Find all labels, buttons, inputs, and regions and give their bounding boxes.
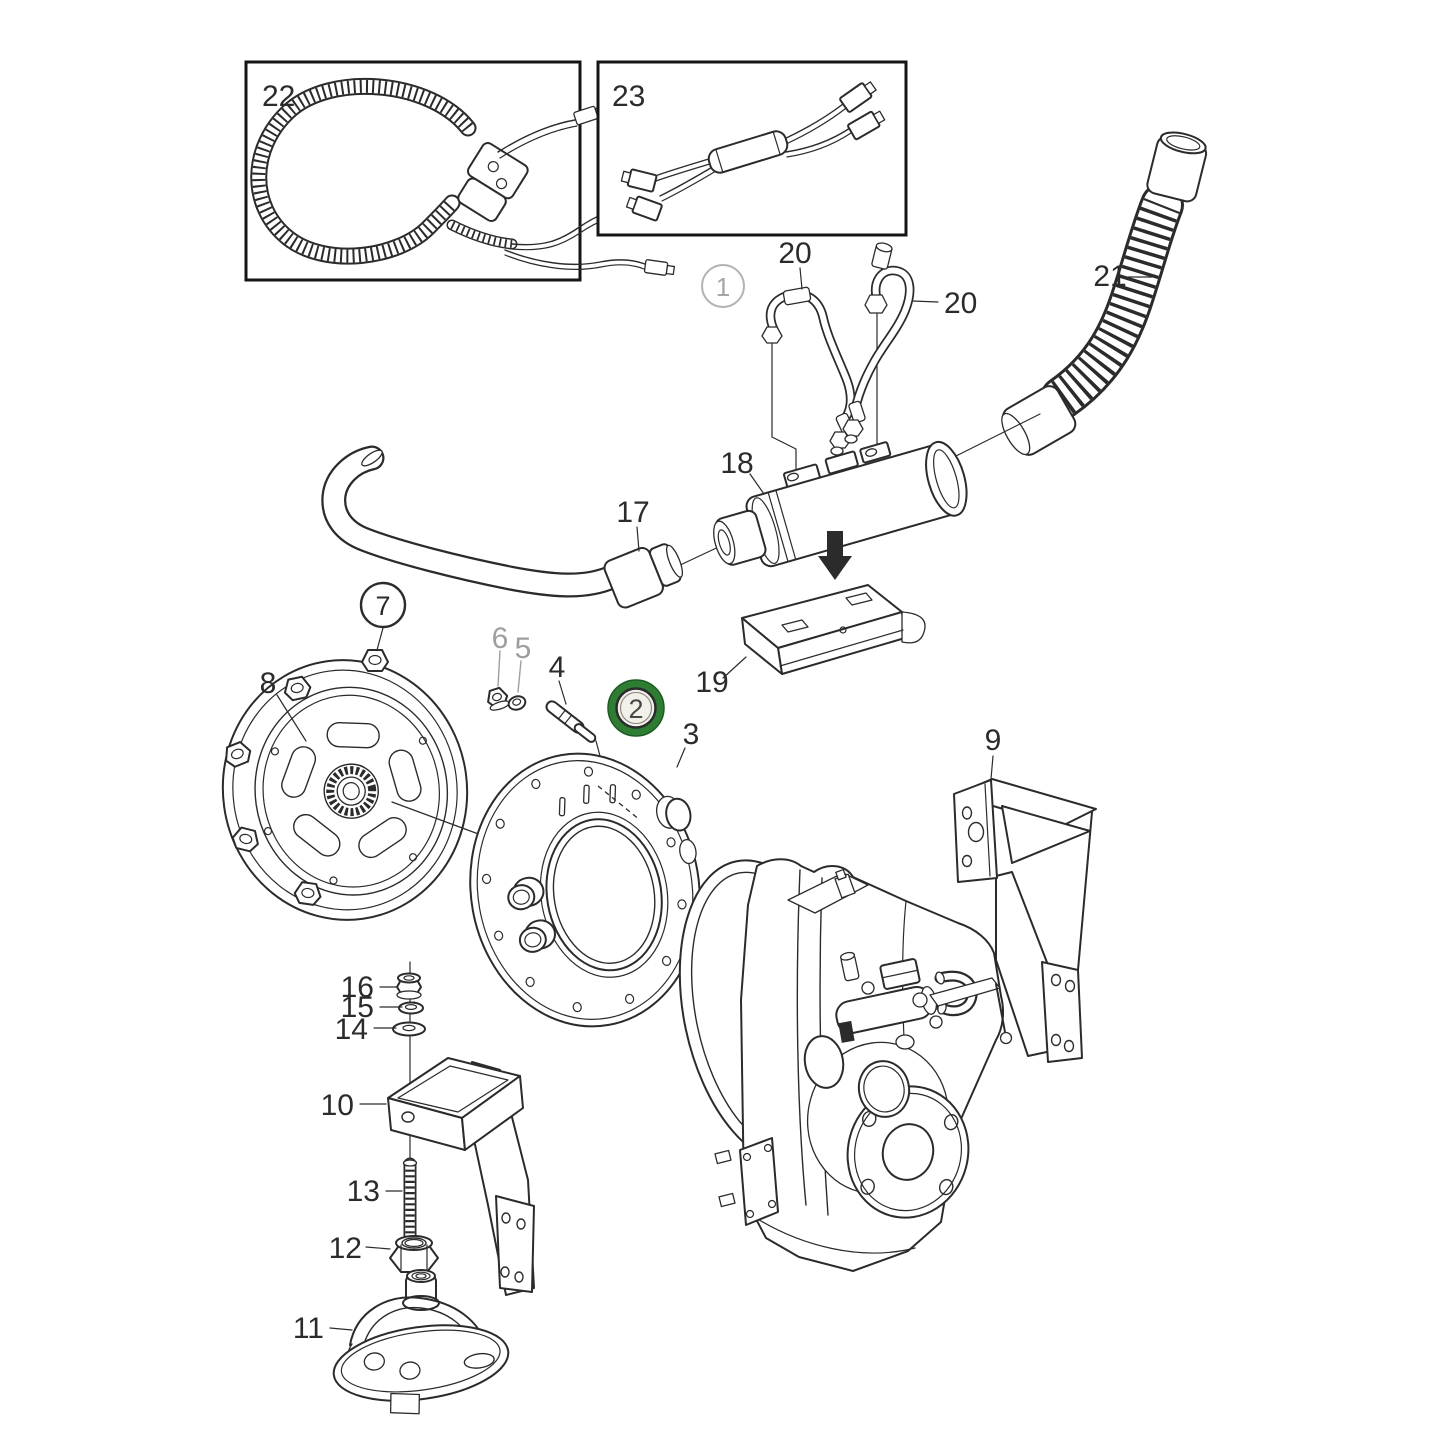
y-cable-art — [620, 81, 886, 222]
callout-2-inner-ring — [619, 691, 653, 725]
callout-12[interactable]: 12 — [329, 1232, 362, 1265]
damper-art-8 — [221, 649, 469, 921]
leader-line-7 — [376, 627, 384, 651]
callout-18[interactable]: 18 — [720, 447, 753, 480]
callout-10[interactable]: 10 — [321, 1089, 354, 1122]
face-cover-oval — [857, 1060, 911, 1118]
callout-21[interactable]: 21 — [1093, 260, 1126, 293]
callout-15[interactable]: 15 — [341, 991, 374, 1024]
hose-21-lower-cuff — [1001, 385, 1077, 456]
ring-boss-right — [655, 795, 697, 865]
leader-line-12 — [365, 1246, 391, 1250]
leader-line-18 — [749, 473, 765, 495]
output-flange — [846, 1085, 970, 1219]
leader-line-8 — [276, 694, 307, 742]
bracket-art-9 — [953, 778, 1097, 1063]
leader-line-20a — [799, 267, 803, 290]
callout-22[interactable]: 22 — [262, 80, 295, 113]
leader-line-20b — [911, 300, 939, 303]
inset-box-23: 23 — [596, 60, 908, 237]
leader-line-11 — [329, 1327, 353, 1331]
flex-hose-art-21 — [1001, 131, 1208, 456]
callout-6[interactable]: 6 — [492, 622, 509, 655]
callout-2-inner — [615, 687, 657, 729]
ring-bolt-holes — [481, 766, 687, 1013]
leader-line-19 — [722, 656, 747, 679]
cable-connector — [847, 110, 886, 141]
callout-2-circle-selected[interactable]: 2 — [607, 679, 665, 737]
callout-9[interactable]: 9 — [985, 724, 1002, 757]
oil-cooler-art-18 — [713, 440, 968, 568]
harness-connector — [643, 259, 676, 276]
cable-connector — [625, 195, 663, 222]
leader-line-3 — [676, 747, 686, 768]
mount-base — [332, 1324, 510, 1415]
callout-19[interactable]: 19 — [695, 666, 728, 699]
cable-connector — [620, 168, 658, 193]
callout-23[interactable]: 23 — [612, 80, 645, 113]
oil-pipes-art-20 — [761, 242, 910, 479]
callout-16[interactable]: 16 — [341, 971, 374, 1004]
lock-washer-art-15 — [398, 1001, 424, 1015]
callout-20a[interactable]: 20 — [778, 237, 811, 270]
cable-sleeve — [707, 130, 789, 174]
pto-cover-plate — [714, 1137, 779, 1226]
callout-1: 1 — [716, 272, 730, 302]
ring-boss-left-lower — [518, 919, 557, 953]
callout-20b[interactable]: 20 — [944, 287, 977, 320]
harness-connector-block — [457, 142, 529, 222]
face-port-oval — [803, 1035, 845, 1089]
callout-8[interactable]: 8 — [260, 667, 277, 700]
hose-17-cuff — [603, 543, 684, 609]
washer-art-5 — [507, 695, 527, 711]
damper-perimeter-bolts — [225, 649, 389, 906]
hose-21-upper-cuff — [1146, 131, 1208, 203]
nut-art-12 — [389, 1235, 439, 1273]
callout-5[interactable]: 5 — [515, 632, 532, 665]
callout-3[interactable]: 3 — [683, 718, 700, 751]
adapter-ring-art-3 — [469, 752, 701, 1028]
mount-stub — [402, 1269, 440, 1311]
leader-line-17 — [636, 526, 640, 552]
leader-line-9 — [990, 755, 994, 780]
assembly-axis-line — [947, 413, 1041, 461]
nut-art-16 — [396, 972, 422, 1000]
nut-art-6 — [487, 686, 511, 711]
callout-13[interactable]: 13 — [347, 1175, 380, 1208]
callout-14[interactable]: 14 — [335, 1013, 368, 1046]
leader-line-4 — [558, 680, 567, 705]
callout-1-ring — [701, 264, 745, 308]
gearbox-art — [678, 858, 1013, 1272]
shift-actuator-cluster — [835, 951, 1013, 1050]
bracket-art-10 — [387, 1057, 535, 1296]
callout-7-circle[interactable]: 7 — [359, 581, 407, 629]
callout-17[interactable]: 17 — [616, 496, 649, 529]
mount-art-11 — [332, 1269, 510, 1415]
leader-line-6 — [497, 650, 501, 687]
washer-art-14 — [392, 1021, 426, 1037]
pin-art-4 — [545, 700, 597, 743]
down-arrow-icon — [818, 531, 852, 580]
callout-4[interactable]: 4 — [549, 651, 566, 684]
callout-11[interactable]: 11 — [293, 1312, 324, 1345]
cable-connector — [839, 81, 877, 113]
callout-1-circle[interactable]: 1 — [701, 264, 745, 308]
bracket-art-19 — [741, 584, 926, 675]
hose-art-17 — [334, 447, 684, 609]
callout-2: 2 — [628, 694, 643, 724]
callout-7: 7 — [375, 591, 390, 621]
ring-boss-left-upper — [507, 876, 545, 911]
callout-7-ring — [359, 581, 407, 629]
leader-line-5 — [517, 660, 522, 693]
